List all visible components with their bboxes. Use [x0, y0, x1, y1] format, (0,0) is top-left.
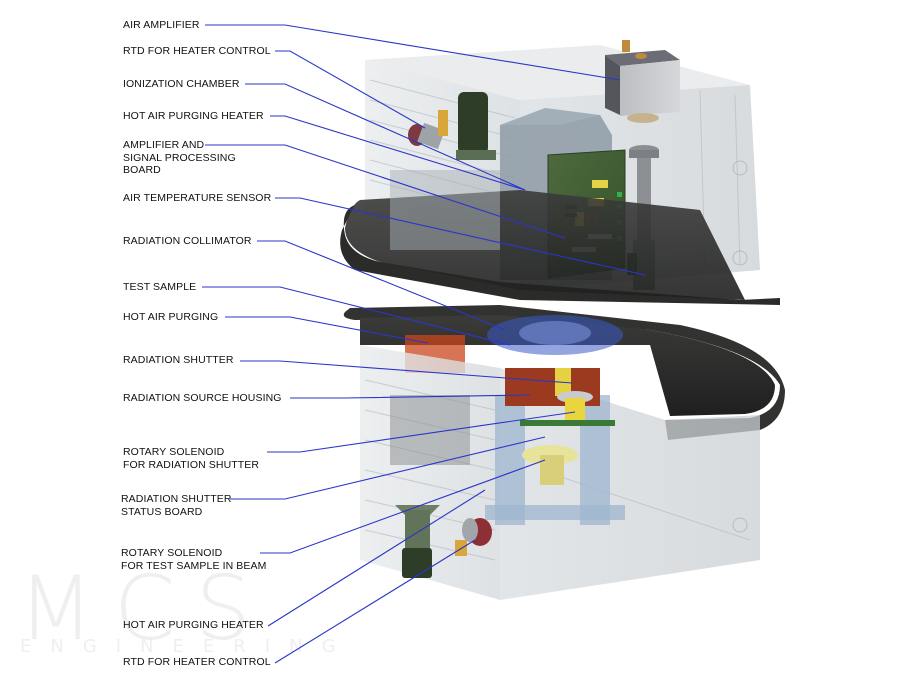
leader-line-shutter-status-board — [230, 436, 546, 500]
leader-line-rtd-heater-control-top — [275, 50, 426, 129]
leader-lines — [202, 24, 646, 664]
leader-line-air-temperature-sensor — [275, 197, 646, 276]
leader-line-rtd-heater-control-bottom — [274, 539, 476, 664]
leader-line-hot-air-purging-heater-bottom — [267, 489, 486, 627]
leader-line-amplifier-signal-board — [205, 144, 566, 239]
label-rtd-heater-control-top: RTD FOR HEATER CONTROL — [123, 45, 271, 57]
leader-line-hot-air-purging-heater-top — [270, 115, 526, 191]
label-rtd-heater-control-bottom: RTD FOR HEATER CONTROL — [123, 656, 271, 668]
rtd-bottom-part — [455, 518, 492, 556]
leader-line-rotary-solenoid-sample — [260, 459, 546, 554]
leader-line-rotary-solenoid-shutter — [267, 411, 576, 453]
label-air-amplifier: AIR AMPLIFIER — [123, 19, 200, 31]
leader-line-test-sample — [202, 286, 511, 346]
label-hot-air-purging: HOT AIR PURGING — [123, 311, 219, 323]
label-ionization-chamber: IONIZATION CHAMBER — [123, 78, 240, 90]
leader-line-radiation-source-housing — [290, 394, 531, 399]
label-radiation-source-housing: RADIATION SOURCE HOUSING — [123, 392, 282, 404]
leader-line-air-amplifier — [205, 24, 621, 81]
label-radiation-shutter: RADIATION SHUTTER — [123, 354, 234, 366]
label-hot-air-purging-heater-bottom: HOT AIR PURGING HEATER — [123, 619, 264, 631]
label-test-sample: TEST SAMPLE — [123, 281, 197, 293]
leader-line-radiation-shutter — [240, 360, 573, 384]
leader-line-radiation-collimator — [257, 240, 506, 331]
upper-tray-part — [340, 170, 780, 305]
label-hot-air-purging-heater-top: HOT AIR PURGING HEATER — [123, 110, 264, 122]
source-housing-part — [485, 368, 625, 525]
label-radiation-collimator: RADIATION COLLIMATOR — [123, 235, 252, 247]
label-air-temperature-sensor: AIR TEMPERATURE SENSOR — [123, 192, 272, 204]
air-amplifier-part — [605, 40, 680, 123]
rtd-top-part — [408, 110, 448, 150]
leader-line-hot-air-purging — [225, 316, 429, 344]
heater-top-part — [456, 92, 496, 160]
leader-line-ionization-chamber — [245, 83, 526, 191]
